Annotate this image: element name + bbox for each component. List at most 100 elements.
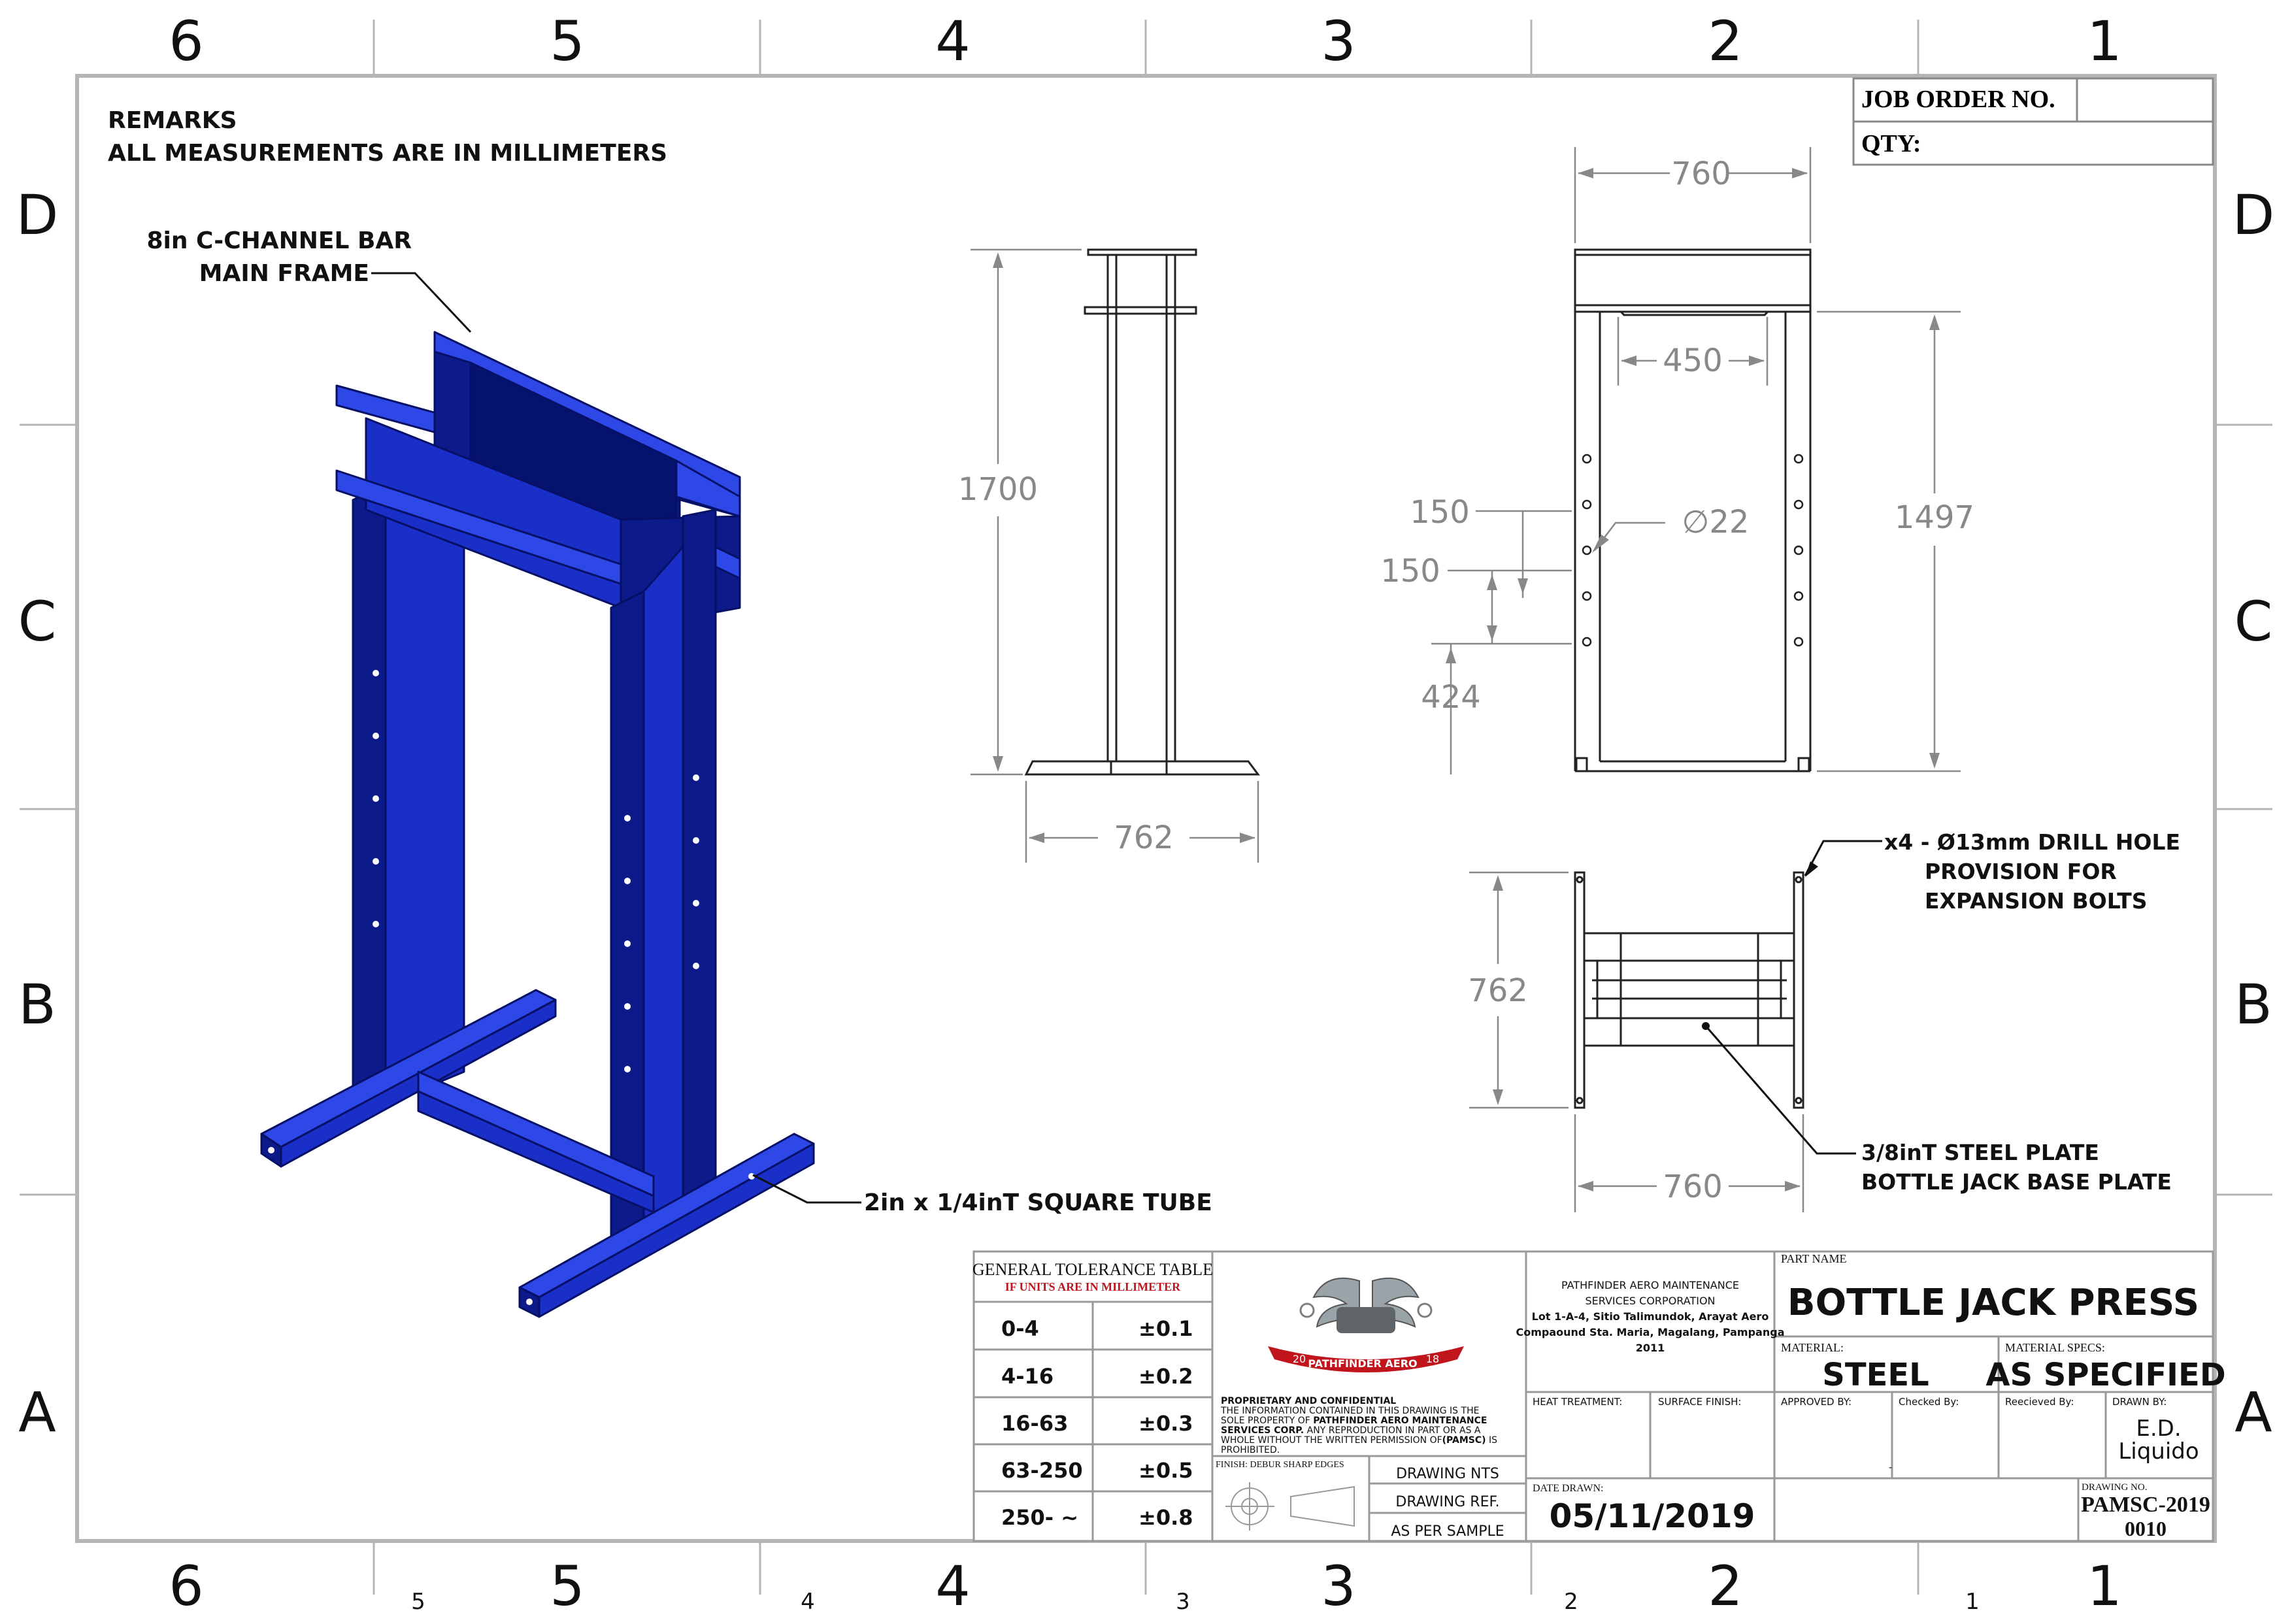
dim-side-width: 762 bbox=[1114, 820, 1174, 856]
part-name-label: PART NAME bbox=[1781, 1252, 1846, 1265]
company-logo: PATHFINDER AERO 20 18 bbox=[1268, 1277, 1464, 1372]
tol-range-4: 250- ~ bbox=[1001, 1505, 1078, 1530]
top-view bbox=[1574, 871, 1804, 1109]
side-view bbox=[1024, 248, 1260, 776]
zone-row-A-left: A bbox=[18, 1380, 56, 1444]
zone-row-B-right: B bbox=[2234, 972, 2272, 1036]
dim-front-height: 1497 bbox=[1895, 499, 1974, 536]
callout-drill-1: x4 - Ø13mm DRILL HOLE bbox=[1884, 829, 2180, 855]
zone-col-3-bottom: 3 bbox=[1321, 1554, 1355, 1618]
callout-plate-2: BOTTLE JACK BASE PLATE bbox=[1861, 1169, 2172, 1195]
tol-value-4: ±0.8 bbox=[1138, 1505, 1193, 1530]
zone-col-5-top: 5 bbox=[550, 9, 584, 73]
dim-hole-spacing-2: 150 bbox=[1380, 553, 1440, 589]
surface-finish-label: SURFACE FINISH: bbox=[1658, 1396, 1741, 1408]
tol-range-2: 16-63 bbox=[1001, 1411, 1068, 1436]
zone-small-2: 2 bbox=[1564, 1589, 1578, 1615]
zone-row-D-left: D bbox=[16, 183, 59, 247]
material-specs-label: MATERIAL SPECS: bbox=[2005, 1341, 2105, 1354]
zone-col-6-bottom: 6 bbox=[169, 1554, 203, 1618]
zone-col-2-top: 2 bbox=[1708, 9, 1742, 73]
proprietary-line-5: PROHIBITED. bbox=[1221, 1445, 1280, 1455]
dim-hole-spacing-1: 150 bbox=[1410, 494, 1470, 531]
heat-treatment-label: HEAT TREATMENT: bbox=[1533, 1396, 1622, 1408]
company-line-2: SERVICES CORPORATION bbox=[1585, 1295, 1715, 1307]
dim-hole-base: 424 bbox=[1421, 679, 1481, 716]
drawn-by-line-2: Liquido bbox=[2118, 1438, 2199, 1465]
zone-small-3: 3 bbox=[1176, 1589, 1190, 1615]
company-line-3: Lot 1-A-4, Sitio Talimundok, Arayat Aero bbox=[1532, 1310, 1769, 1323]
callout-drill-2: PROVISION FOR bbox=[1925, 859, 2117, 884]
dim-top-depth: 762 bbox=[1468, 972, 1528, 1009]
approved-by-label: APPROVED BY: bbox=[1781, 1396, 1852, 1408]
drawn-by-label: DRAWN BY: bbox=[2112, 1396, 2167, 1408]
callout-c-channel-1: 8in C-CHANNEL BAR bbox=[147, 227, 412, 254]
drawing-no-line-1: PAMSC-2019 bbox=[2081, 1493, 2210, 1517]
tol-value-1: ±0.2 bbox=[1138, 1364, 1193, 1389]
zone-col-4-bottom: 4 bbox=[935, 1554, 970, 1618]
dim-top-width: 760 bbox=[1663, 1168, 1723, 1205]
company-line-5: 2011 bbox=[1636, 1342, 1665, 1354]
dim-side-height: 1700 bbox=[958, 471, 1038, 508]
qty-label: QTY: bbox=[1861, 130, 1921, 157]
tolerance-subtitle: IF UNITS ARE IN MILLIMETER bbox=[1005, 1280, 1181, 1293]
date-drawn-label: DATE DRAWN: bbox=[1533, 1483, 1603, 1494]
callout-c-channel-2: MAIN FRAME bbox=[199, 260, 369, 287]
proprietary-title: PROPRIETARY AND CONFIDENTIAL bbox=[1221, 1396, 1396, 1406]
checked-by-label: Checked By: bbox=[1899, 1396, 1959, 1408]
tolerance-title: GENERAL TOLERANCE TABLE bbox=[972, 1260, 1213, 1279]
proprietary-line-1: THE INFORMATION CONTAINED IN THIS DRAWIN… bbox=[1220, 1406, 1479, 1416]
zone-row-C-right: C bbox=[2234, 589, 2273, 654]
zone-col-1-bottom: 1 bbox=[2087, 1554, 2121, 1618]
tol-range-0: 0-4 bbox=[1001, 1316, 1039, 1341]
tol-range-1: 4-16 bbox=[1001, 1364, 1054, 1389]
drawing-no-line-2: 0010 bbox=[2125, 1517, 2167, 1540]
proprietary-line-3: SERVICES CORP. ANY REPRODUCTION IN PART … bbox=[1221, 1425, 1481, 1436]
proprietary-line-4: WHOLE WITHOUT THE WRITTEN PERMISSION OF(… bbox=[1221, 1435, 1497, 1446]
job-order-box: JOB ORDER NO. QTY: bbox=[1852, 77, 2214, 166]
part-name: BOTTLE JACK PRESS bbox=[1787, 1282, 2199, 1324]
projection-symbol bbox=[1225, 1482, 1355, 1531]
proprietary-line-2: SOLE PROPERTY OF PATHFINDER AERO MAINTEN… bbox=[1221, 1416, 1487, 1426]
zone-small-4: 4 bbox=[801, 1589, 815, 1615]
drawing-ref: DRAWING REF. bbox=[1395, 1494, 1499, 1510]
tol-value-3: ±0.5 bbox=[1138, 1458, 1193, 1483]
zone-row-C-left: C bbox=[18, 589, 57, 654]
zone-col-1-top: 1 bbox=[2087, 9, 2121, 73]
dim-front-inner: 450 bbox=[1663, 342, 1723, 379]
zone-col-4-top: 4 bbox=[935, 9, 970, 73]
callout-plate-1: 3/8inT STEEL PLATE bbox=[1861, 1140, 2099, 1165]
front-view bbox=[1574, 248, 1812, 772]
drawing-no-label: DRAWING NO. bbox=[2082, 1482, 2147, 1493]
company-line-1: PATHFINDER AERO MAINTENANCE bbox=[1561, 1279, 1739, 1291]
finish-note: FINISH: DEBUR SHARP EDGES bbox=[1216, 1460, 1344, 1470]
received-by-label: Reecieved By: bbox=[2005, 1396, 2074, 1408]
date-drawn-value: 05/11/2019 bbox=[1550, 1497, 1755, 1535]
zone-col-3-top: 3 bbox=[1321, 9, 1355, 73]
drawn-by-line-1: E.D. bbox=[2136, 1416, 2181, 1442]
title-block bbox=[972, 1250, 2214, 1542]
zone-small-1: 1 bbox=[1965, 1589, 1980, 1615]
logo-banner: PATHFINDER AERO bbox=[1308, 1357, 1417, 1370]
logo-year-left: 20 bbox=[1293, 1353, 1306, 1365]
material-label: MATERIAL: bbox=[1781, 1341, 1844, 1354]
material-specs-value: AS SPECIFIED bbox=[1985, 1357, 2225, 1393]
remarks-line: ALL MEASUREMENTS ARE IN MILLIMETERS bbox=[108, 140, 667, 167]
callout-square-tube: 2in x 1/4inT SQUARE TUBE bbox=[864, 1189, 1212, 1216]
tol-value-2: ±0.3 bbox=[1138, 1411, 1193, 1436]
logo-year-right: 18 bbox=[1426, 1353, 1439, 1365]
dim-front-width: 760 bbox=[1671, 156, 1731, 192]
remarks-title: REMARKS bbox=[108, 107, 237, 134]
checked-by-value: - bbox=[1889, 1461, 1892, 1473]
zone-col-5-bottom: 5 bbox=[550, 1554, 584, 1618]
zone-row-A-right: A bbox=[2234, 1380, 2272, 1444]
tol-range-3: 63-250 bbox=[1001, 1458, 1083, 1483]
zone-col-2-bottom: 2 bbox=[1708, 1554, 1742, 1618]
drawing-nts: DRAWING NTS bbox=[1396, 1466, 1499, 1482]
zone-col-6-top: 6 bbox=[169, 9, 203, 73]
material-value: STEEL bbox=[1822, 1357, 1929, 1393]
isometric-press-frame bbox=[260, 331, 815, 1318]
dim-hole-dia: ∅22 bbox=[1682, 504, 1750, 540]
zone-row-D-right: D bbox=[2233, 183, 2275, 247]
